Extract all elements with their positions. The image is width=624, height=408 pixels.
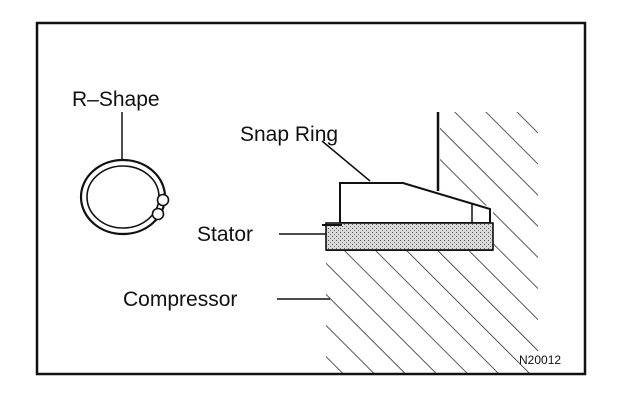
stator-section <box>325 222 494 251</box>
figure-code: N20012 <box>519 353 561 367</box>
snap-ring-section <box>339 182 491 224</box>
label-stator: Stator <box>197 223 253 246</box>
label-compressor: Compressor <box>123 288 237 311</box>
label-r-shape: R–Shape <box>72 88 160 111</box>
label-snap-ring: Snap Ring <box>240 123 338 146</box>
snap-ring-leader-line <box>321 140 371 182</box>
r-shape-ring-icon <box>79 158 170 236</box>
